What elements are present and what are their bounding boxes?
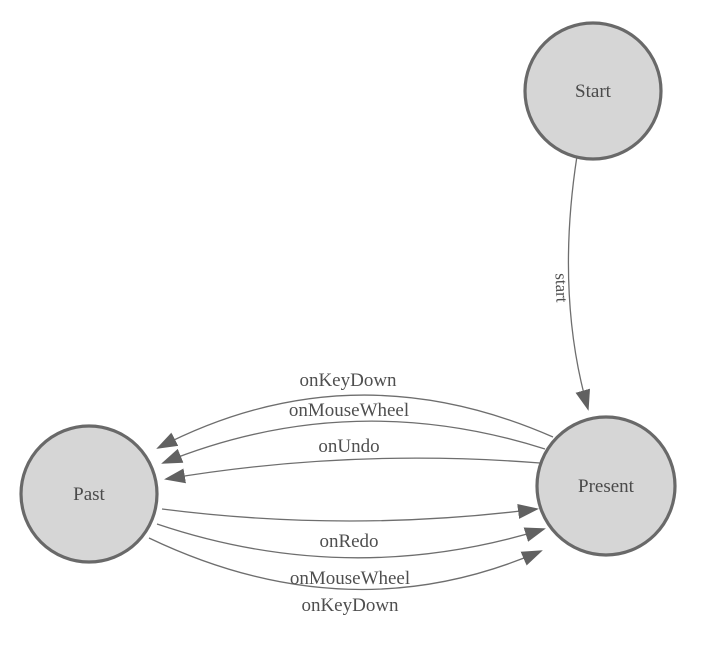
node-past: Past xyxy=(19,424,159,564)
edge-label-onundo: onUndo xyxy=(318,436,379,457)
node-start-circle xyxy=(523,21,663,161)
edge-label-group: start onKeyDown onMouseWheel onUndo onRe… xyxy=(289,273,572,616)
edge-present-to-past-keydown xyxy=(156,394,554,449)
edge-label-onmousewheel-top: onMouseWheel xyxy=(289,400,409,421)
edge-past-to-present-keydown xyxy=(148,537,543,591)
edge-label-onkeydown-top: onKeyDown xyxy=(299,370,397,391)
node-present: Present xyxy=(535,415,677,557)
edge-label-onredo: onRedo xyxy=(319,531,378,552)
edge-label-onmousewheel-bottom: onMouseWheel xyxy=(290,568,410,589)
edge-label-start: start xyxy=(551,273,571,303)
edge-label-onkeydown-bottom: onKeyDown xyxy=(301,595,399,616)
node-past-label: Past xyxy=(73,484,105,505)
edge-past-to-present-redo xyxy=(161,503,539,522)
node-start-label: Start xyxy=(575,81,612,102)
edge-start-to-present xyxy=(567,155,590,411)
node-present-circle xyxy=(535,415,677,557)
node-past-circle xyxy=(19,424,159,564)
edge-present-to-past-undo xyxy=(164,457,541,484)
edge-present-to-past-mousewheel xyxy=(161,420,546,464)
node-start: Start xyxy=(523,21,663,161)
edge-past-to-present-mousewheel xyxy=(156,523,546,559)
node-present-label: Present xyxy=(578,476,635,497)
edge-group xyxy=(148,155,590,591)
